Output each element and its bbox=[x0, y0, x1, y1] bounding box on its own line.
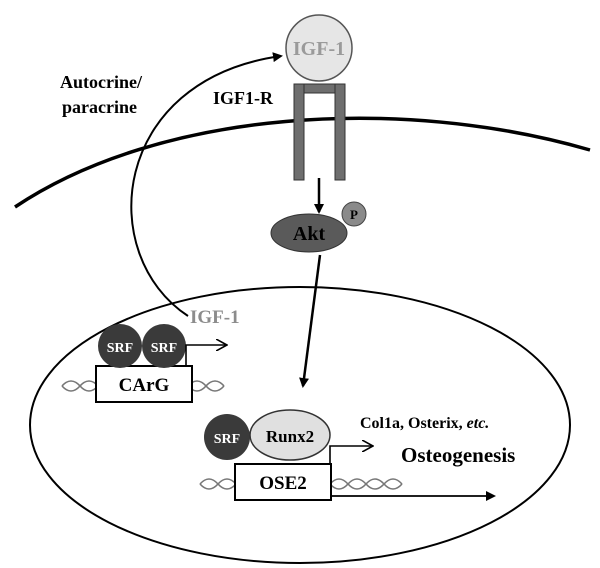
igf1-gene-label: IGF-1 bbox=[190, 307, 240, 328]
akt-to-runx2-arrow bbox=[299, 254, 322, 388]
srf-right-protein bbox=[142, 324, 186, 368]
akt-label: Akt bbox=[293, 223, 326, 245]
runx2-protein bbox=[249, 409, 331, 461]
autocrine-label-line1: Autocrine/ bbox=[60, 72, 143, 92]
cell-membrane bbox=[14, 116, 591, 209]
srf-bottom-label: SRF bbox=[214, 432, 240, 447]
receptor-label: IGF1-R bbox=[213, 88, 274, 108]
autocrine-arrow bbox=[130, 52, 283, 317]
ose2-box bbox=[234, 463, 332, 501]
osteogenesis-label: Osteogenesis bbox=[401, 443, 515, 467]
autocrine-label-line2: paracrine bbox=[62, 97, 137, 117]
akt-protein bbox=[270, 213, 348, 253]
ose2-dna-helix bbox=[199, 478, 403, 490]
carg-label: CArG bbox=[119, 375, 170, 396]
srf-right-label: SRF bbox=[151, 341, 177, 356]
carg-box bbox=[95, 365, 193, 403]
srf-left-label: SRF bbox=[107, 341, 133, 356]
igf1-ligand bbox=[285, 14, 353, 82]
carg-dna-helix bbox=[61, 380, 225, 392]
phospho-group bbox=[341, 201, 367, 227]
target-transcription-arrow bbox=[329, 446, 372, 464]
ose2-label: OSE2 bbox=[259, 473, 307, 494]
srf-bottom-protein bbox=[204, 414, 250, 460]
phospho-label: P bbox=[350, 207, 358, 222]
igf1-ligand-label: IGF-1 bbox=[293, 38, 345, 60]
target-genes-etc: etc. bbox=[467, 415, 490, 432]
runx2-label: Runx2 bbox=[266, 427, 314, 446]
target-genes-label: Col1a, Osterix, etc. bbox=[360, 415, 489, 432]
igf1-receptor bbox=[293, 83, 346, 181]
srf-left-protein bbox=[98, 324, 142, 368]
igf1-transcription-arrow bbox=[185, 345, 226, 366]
nucleus bbox=[29, 286, 571, 564]
